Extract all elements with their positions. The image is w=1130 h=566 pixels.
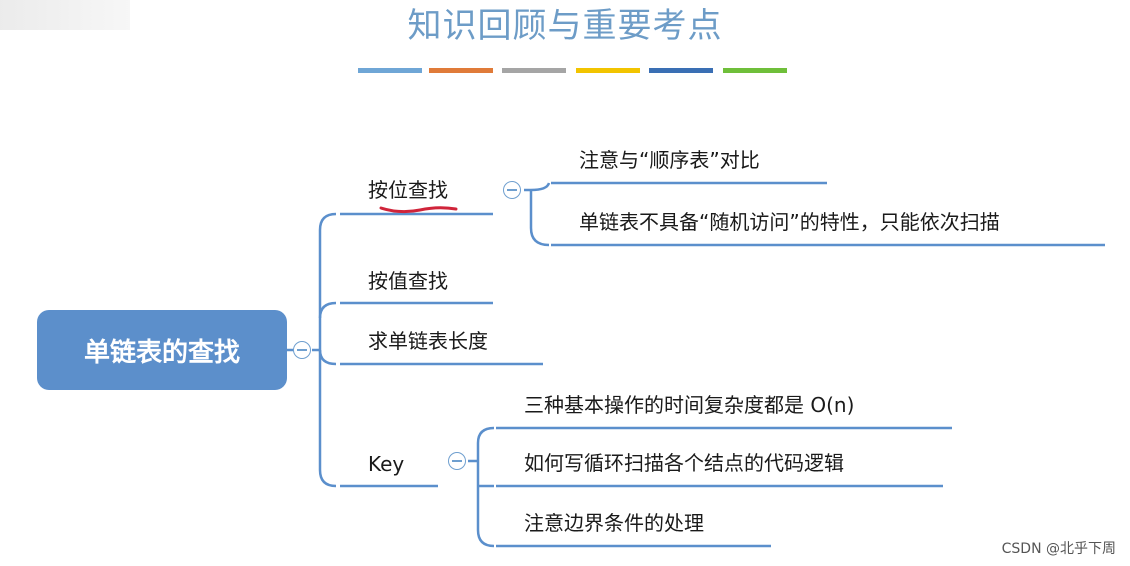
branch1-collapse-icon[interactable] (503, 181, 521, 199)
mindmap-root-node[interactable]: 单链表的查找 (37, 310, 287, 390)
connector-branch1-stem (524, 182, 551, 247)
branch-label-4[interactable]: Key (368, 452, 405, 476)
swatch-5 (649, 68, 713, 73)
swatch-2 (429, 68, 493, 73)
child-label-1-2[interactable]: 单链表不具备“随机访问”的特性，只能依次扫描 (579, 210, 1000, 234)
branch4-collapse-icon[interactable] (448, 452, 466, 470)
connector-root-mid (312, 301, 337, 366)
connector-group (287, 181, 1105, 548)
swatch-6 (723, 68, 787, 73)
connector-branch4-stem (468, 426, 495, 548)
swatch-1 (358, 68, 422, 73)
root-collapse-icon[interactable] (293, 341, 311, 359)
child-label-4-2[interactable]: 如何写循环扫描各个结点的代码逻辑 (524, 451, 844, 475)
handwritten-underline-mark (379, 206, 458, 214)
swatch-3 (502, 68, 566, 73)
branch-label-2[interactable]: 按值查找 (368, 269, 448, 293)
child-label-1-1[interactable]: 注意与“顺序表”对比 (579, 148, 760, 172)
child-label-4-1[interactable]: 三种基本操作的时间复杂度都是 O(n) (524, 393, 855, 417)
page-title: 知识回顾与重要考点 (407, 6, 723, 46)
corner-logo-mark (0, 0, 130, 30)
child-label-4-3[interactable]: 注意边界条件的处理 (524, 511, 704, 535)
watermark-text: CSDN @北乎下周 (1001, 541, 1116, 557)
branch-label-3[interactable]: 求单链表长度 (368, 329, 488, 353)
branch-label-1[interactable]: 按位查找 (368, 178, 448, 202)
swatch-4 (576, 68, 640, 73)
connector-root-spine (318, 212, 337, 488)
